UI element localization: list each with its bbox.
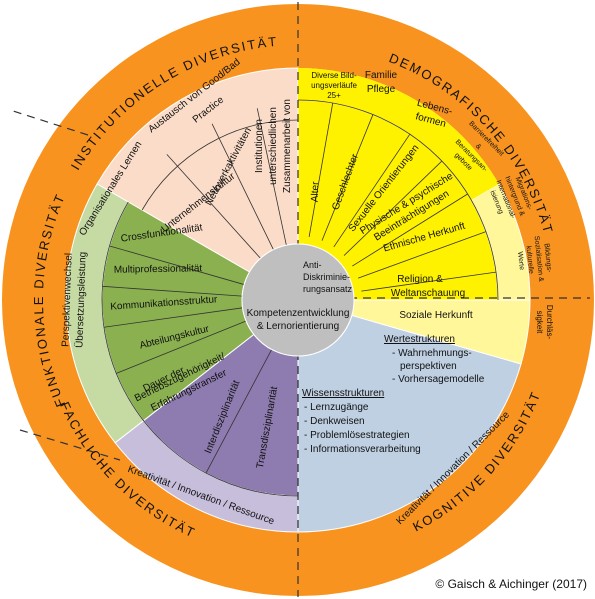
functional-spoke <box>102 285 243 297</box>
demographic-spoke <box>321 114 374 241</box>
label-bildung-4: Werte <box>516 251 525 270</box>
wissensstrukturen-item: - Lernzugänge <box>304 402 369 413</box>
label-bildung-2: Sozialisation & <box>533 236 545 283</box>
wissensstrukturen-item: - Informationsverarbeitung <box>304 444 421 455</box>
demographic-spoke <box>352 193 468 267</box>
wertestrukturen-item: perspektiven <box>400 361 457 372</box>
label-religion-2: Weltanschauung <box>391 288 465 299</box>
demographic-spoke <box>358 231 487 279</box>
label-zusammenarbeit-1: Zusammenarbeit von <box>282 99 293 193</box>
functional-spoke <box>103 307 243 328</box>
sector-dividers <box>101 99 499 497</box>
functional-spoke <box>116 320 247 374</box>
label-diverse-1: Diverse Bild- <box>311 71 357 80</box>
label-barriere-2: & <box>474 143 482 151</box>
institutional-spoke <box>166 154 261 259</box>
wissensstrukturen-item: - Problemlösestrategien <box>304 430 410 441</box>
center-circle <box>241 243 355 357</box>
demographic-inner-arc <box>297 99 499 301</box>
copyright-notice: © Gaisch & Aichinger (2017) <box>435 577 587 591</box>
label-anti-3: rungsansatz <box>303 284 353 294</box>
wertestrukturen-item: - Vorhersagemodelle <box>392 374 485 385</box>
demographic-spoke <box>308 102 334 238</box>
wissensstrukturen-item: - Denkweisen <box>304 416 365 427</box>
label-perspektivenwechsel: Perspektivenwechsel <box>60 253 74 347</box>
label-wissensstrukturen: Wissensstrukturen <box>302 388 384 399</box>
lower-left-arc <box>101 201 299 497</box>
label-uebersetzungsleistung: Übersetzungsleistung <box>73 252 88 349</box>
demographic-spoke <box>333 133 411 248</box>
label-familie-1: Familie <box>365 70 398 81</box>
label-diverse-2: ungsverläufe <box>311 81 357 90</box>
professional-spoke <box>205 349 273 474</box>
demographic-outer-top-band <box>298 68 499 200</box>
demographic-spoke <box>343 160 443 256</box>
institutional-spoke <box>256 108 287 246</box>
label-familie-2: Pflege <box>367 84 396 95</box>
institutional-spoke <box>211 123 274 250</box>
label-diverse-3: 25+ <box>327 91 341 100</box>
label-zusammenarbeit-3: Institutionen <box>254 119 265 173</box>
label-bildung-3: kulturelle <box>525 246 535 275</box>
label-durchlaessigkeit-1: Durchläs- <box>545 305 554 340</box>
label-multiprofessionalitaet: Multiprofessionalität <box>114 263 203 276</box>
label-anti-1: Anti- <box>303 260 322 270</box>
functional-spoke <box>109 245 245 285</box>
label-soziale-herkunft: Soziale Herkunft <box>399 310 473 321</box>
label-alter: Alter <box>310 181 322 203</box>
center-label-line1: Kompetenzentwicklung <box>247 308 350 319</box>
label-wertestrukturen: Wertestrukturen <box>384 334 455 345</box>
label-zusammenarbeit-2: unterschiedlichen <box>268 107 279 185</box>
demographic-spoke <box>361 271 497 292</box>
label-anti-2: Diskriminie- <box>303 272 350 282</box>
lower-left-dashed-divider <box>19 429 121 461</box>
label-religion-1: Religion & <box>397 274 443 285</box>
label-durchlaessigkeit-2: sigkeit <box>535 311 544 334</box>
wertestrukturen-item: - Wahrnehmungs- <box>392 348 472 359</box>
institutional-arc <box>141 119 299 211</box>
label-bildung-1: Bildungs- <box>542 243 552 273</box>
center-label-line2: & Lernorientierung <box>257 321 339 332</box>
